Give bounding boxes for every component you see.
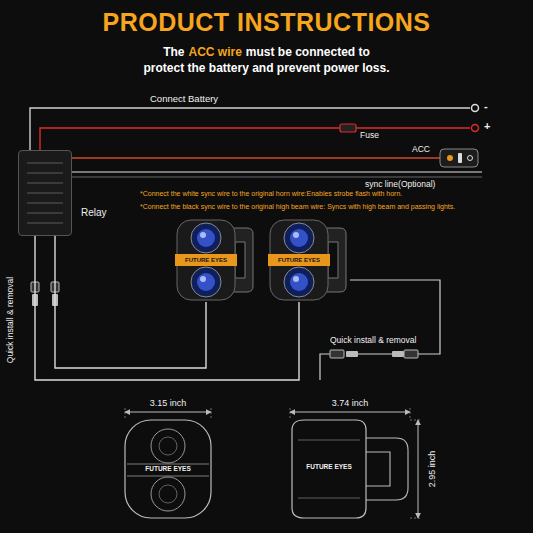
switch-icon bbox=[458, 153, 462, 163]
ring-terminal bbox=[472, 105, 479, 112]
relay-fins bbox=[19, 151, 71, 235]
connector-label: Quick install & removal bbox=[6, 277, 16, 363]
brand-mark: FUTURE EYES bbox=[143, 465, 193, 472]
acc-wire bbox=[52, 150, 440, 158]
brand-mark: FUTURE EYES bbox=[175, 254, 237, 266]
relay-label: Relay bbox=[81, 207, 107, 218]
brand-mark: FUTURE EYES bbox=[268, 254, 330, 266]
side-outline bbox=[292, 420, 366, 518]
light-pod: FUTURE EYES bbox=[175, 218, 255, 302]
fuse-holder bbox=[340, 124, 356, 132]
rocker-switch bbox=[440, 149, 478, 167]
mount-bracket-outline bbox=[366, 438, 408, 500]
subtitle-text: ACC wire bbox=[188, 45, 241, 59]
lens-outline bbox=[151, 477, 185, 511]
extension-line bbox=[290, 408, 410, 420]
dimension-label: 3.15 inch bbox=[150, 398, 187, 408]
light-pod: FUTURE EYES bbox=[268, 218, 348, 302]
subtitle-text: protect the battery and prevent power lo… bbox=[143, 61, 389, 75]
relay-box: Relay bbox=[18, 150, 72, 236]
wire-label: Connect Battery bbox=[150, 94, 218, 105]
switch-icon bbox=[447, 155, 453, 161]
note-text: *Connect the white sync wire to the orig… bbox=[140, 190, 528, 198]
quick-connector bbox=[330, 350, 418, 358]
ring-terminal bbox=[472, 125, 479, 132]
lens-outline bbox=[159, 485, 177, 503]
subtitle-line: protect the battery and prevent power lo… bbox=[0, 61, 533, 75]
note-text: *Connect the black sync wire to the orig… bbox=[140, 203, 528, 211]
wire-label: sync line(Optional) bbox=[365, 180, 435, 190]
terminal-label: - bbox=[484, 100, 488, 113]
terminal-label: + bbox=[484, 120, 490, 133]
wire-label: ACC bbox=[412, 145, 430, 155]
subtitle-line: The ACC wire must be connected to bbox=[0, 45, 533, 59]
sync-wire bbox=[72, 171, 482, 172]
dimension-label: 3.74 inch bbox=[332, 398, 369, 408]
switch-icon bbox=[468, 156, 473, 161]
battery-positive-wire bbox=[40, 128, 470, 150]
battery-negative-wire bbox=[30, 108, 470, 150]
subtitle-text: The bbox=[163, 45, 184, 59]
dimension-line bbox=[290, 412, 410, 413]
light-cable bbox=[320, 280, 440, 380]
dimension-label: 2.95 inch bbox=[427, 451, 437, 488]
connector-label: Quick install & removal bbox=[330, 336, 416, 346]
brand-mark: FUTURE EYES bbox=[304, 463, 354, 470]
lens-outline bbox=[159, 437, 177, 455]
light-cable bbox=[35, 236, 299, 380]
sync-wire bbox=[72, 176, 482, 177]
page-title: PRODUCT INSTRUCTIONS bbox=[0, 8, 533, 37]
dimension-line bbox=[125, 412, 211, 413]
dimension-line bbox=[418, 420, 419, 518]
lens-outline bbox=[151, 429, 185, 463]
extension-line bbox=[125, 408, 211, 420]
fuse-label: Fuse bbox=[360, 131, 379, 141]
extension-line bbox=[410, 420, 422, 518]
subtitle-text: must be connected to bbox=[246, 45, 370, 59]
front-outline bbox=[125, 420, 211, 518]
band-outline bbox=[127, 464, 209, 476]
fin-outline bbox=[298, 440, 360, 498]
